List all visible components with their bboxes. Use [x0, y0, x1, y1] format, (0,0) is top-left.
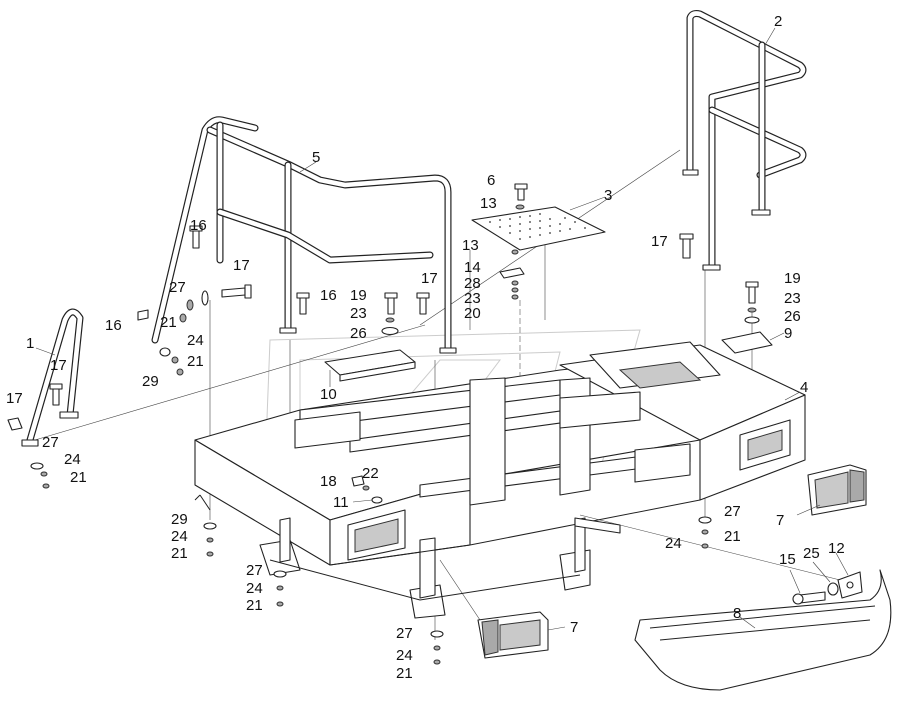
- bumper: [634, 569, 892, 691]
- callout-29-a: 29: [142, 373, 159, 390]
- callout-6: 6: [487, 172, 495, 189]
- light-housing-left: [477, 611, 549, 659]
- washer-25: [827, 582, 839, 596]
- callout-28: 28: [464, 275, 481, 292]
- callout-17-handle: 17: [50, 357, 67, 374]
- callout-12: 12: [828, 540, 845, 557]
- callout-8: 8: [733, 605, 741, 622]
- callout-23-right: 23: [784, 290, 801, 307]
- callout-20: 20: [464, 305, 481, 322]
- callout-29-b: 29: [171, 511, 188, 528]
- handrail-2: [682, 10, 807, 271]
- callout-labels: 1 2 3 4 5 6 7 7 8 9 10 11 12 13 13 14 15…: [6, 13, 845, 682]
- bracket-plate: [324, 349, 416, 382]
- small-strip: [499, 267, 525, 279]
- callout-16-center: 16: [320, 287, 337, 304]
- callout-27-c: 27: [246, 562, 263, 579]
- callout-11: 11: [333, 494, 349, 511]
- callout-27-b: 27: [42, 434, 59, 451]
- callout-24-d: 24: [246, 580, 263, 597]
- callout-27-a: 27: [169, 279, 186, 296]
- callout-23-stack: 23: [464, 290, 481, 307]
- callout-21-d: 21: [171, 545, 188, 562]
- callout-24-b: 24: [64, 451, 81, 468]
- callout-23-center: 23: [350, 305, 367, 322]
- callout-21-c: 21: [70, 469, 87, 486]
- callout-16-left: 16: [105, 317, 122, 334]
- light-housing-right: [807, 464, 867, 516]
- callout-22: 22: [362, 465, 379, 482]
- bracket-12: [837, 571, 863, 599]
- callout-21-f: 21: [396, 665, 413, 682]
- callout-10: 10: [320, 386, 337, 403]
- callout-5: 5: [312, 149, 320, 166]
- callout-4: 4: [800, 379, 808, 396]
- callout-21-e: 21: [246, 597, 263, 614]
- callout-leaders: [35, 27, 849, 631]
- callout-13-lower: 13: [462, 237, 479, 254]
- callout-17-top: 17: [233, 257, 250, 274]
- callout-2: 2: [774, 13, 782, 30]
- callout-17-right: 17: [651, 233, 668, 250]
- callout-7-left: 7: [570, 619, 578, 636]
- callout-27-d: 27: [396, 625, 413, 642]
- callout-18: 18: [320, 473, 337, 490]
- callout-24-e: 24: [396, 647, 413, 664]
- callout-21-g: 21: [724, 528, 741, 545]
- fasteners: [7, 183, 760, 665]
- callout-14: 14: [464, 259, 481, 276]
- bolt-15: [792, 591, 826, 605]
- callout-21-b: 21: [187, 353, 204, 370]
- perforated-plate: [471, 206, 606, 251]
- callout-17-left: 17: [6, 390, 23, 407]
- callout-17-center: 17: [421, 270, 438, 287]
- callout-24-c: 24: [171, 528, 188, 545]
- cover-plate: [721, 331, 773, 354]
- callout-26-right: 26: [784, 308, 801, 325]
- callout-9: 9: [784, 325, 792, 342]
- callout-27-e: 27: [724, 503, 741, 520]
- callout-1: 1: [26, 335, 34, 352]
- callout-19-center: 19: [350, 287, 367, 304]
- handle-1: [21, 308, 84, 447]
- callout-26-center: 26: [350, 325, 367, 342]
- callout-24-f: 24: [665, 535, 682, 552]
- chassis-frame: [194, 341, 806, 619]
- callout-16-top: 16: [190, 217, 207, 234]
- callout-3: 3: [604, 187, 612, 204]
- callout-7-right: 7: [776, 512, 784, 529]
- callout-13-top: 13: [480, 195, 497, 212]
- callout-15: 15: [779, 551, 796, 568]
- callout-25: 25: [803, 545, 820, 562]
- callout-19-right: 19: [784, 270, 801, 287]
- handrail-5: [151, 116, 457, 354]
- callout-21-a: 21: [160, 314, 177, 331]
- callout-24-a: 24: [187, 332, 204, 349]
